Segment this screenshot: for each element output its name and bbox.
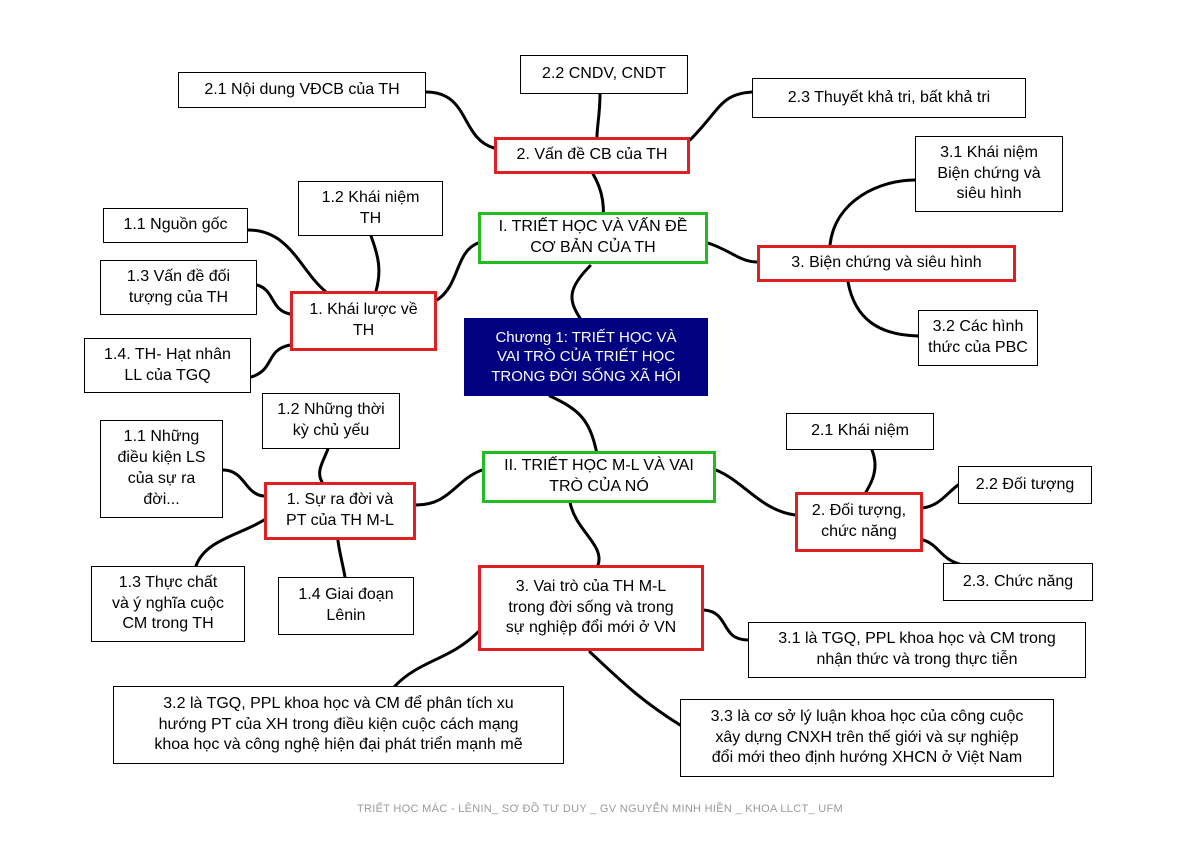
leaf-2-2-materialism[interactable]: 2.2 CNDV, CNDT [520,55,688,94]
sub-node-origin-development[interactable]: 1. Sự ra đời và PT của TH M-L [264,482,416,540]
link-sub1-leaf14 [249,343,292,379]
link-main2-sub4 [414,468,484,507]
leaf-2-3-agnosticism[interactable]: 2.3 Thuyết khả tri, bất khả tri [752,78,1026,118]
link-sub5-leaf51 [864,448,877,494]
link-sub1-leaf12 [369,234,381,293]
link-sub3-leaf32 [846,280,920,338]
leaf-1-3-object[interactable]: 1.3 Vấn đề đối tượng của TH [100,260,257,315]
footer-caption: TRIẾT HỌC MÁC - LÊNIN_ SƠ ĐỒ TƯ DUY _ GV… [357,803,843,815]
link-root-main2 [548,394,599,456]
link-sub6-leaf63 [588,650,682,727]
leaf-3-1-dialectics-concept[interactable]: 3.1 Khái niệm Biện chứng và siêu hình [915,136,1063,212]
sub-node-dialectics[interactable]: 3. Biện chứng và siêu hình [757,245,1016,282]
leaf-3-2-dialectics-forms[interactable]: 3.2 Các hình thức của PBC [918,310,1038,366]
link-main1-sub3 [706,241,759,264]
link-sub5-leaf53 [921,538,965,567]
link-sub6-leaf62 [393,630,480,688]
leaf-m2-2-object[interactable]: 2.2 Đối tượng [958,466,1092,504]
root-node[interactable]: Chương 1: TRIẾT HỌC VÀ VAI TRÒ CỦA TRIẾT… [464,318,708,396]
sub-node-overview[interactable]: 1. Khái lược về TH [290,291,437,351]
main-node-philosophy-basics[interactable]: I. TRIẾT HỌC VÀ VẤN ĐỀ CƠ BẢN CỦA TH [478,212,708,264]
link-main1-sub1 [435,241,480,302]
leaf-m1-4-lenin-stage[interactable]: 1.4 Giai đoạn Lênin [278,577,414,635]
main-node-marxism-role[interactable]: II. TRIẾT HỌC M-L VÀ VAI TRÒ CỦA NÓ [482,451,716,503]
link-main2-sub6 [568,500,601,567]
leaf-m3-2-worldview-analysis[interactable]: 3.2 là TGQ, PPL khoa học và CM để phân t… [113,686,564,764]
link-sub1-leaf11 [246,228,327,293]
leaf-m3-1-worldview-practice[interactable]: 3.1 là TGQ, PPL khoa học và CM trong nhậ… [748,622,1086,678]
leaf-m1-1-conditions[interactable]: 1.1 Những điều kiện LS của sự ra đời... [100,420,223,518]
sub-node-role-renovation[interactable]: 3. Vai trò của TH M-L trong đời sống và … [478,565,704,651]
leaf-2-1-content[interactable]: 2.1 Nội dung VĐCB của TH [178,72,426,108]
leaf-m3-3-theoretical-basis[interactable]: 3.3 là cơ sở lý luận khoa học của công c… [680,699,1054,777]
link-sub4-leaf43 [194,518,266,568]
leaf-m1-2-periods[interactable]: 1.2 Những thời kỳ chủ yếu [262,393,400,449]
link-sub6-leaf61 [702,608,750,642]
link-sub2-leaf23 [688,90,754,142]
link-main2-sub5 [714,468,797,517]
link-sub2-leaf21 [424,90,496,150]
link-sub5-leaf52 [921,483,960,510]
link-root-main1 [570,264,592,320]
leaf-1-4-nucleus[interactable]: 1.4. TH- Hạt nhân LL của TGQ [84,338,251,393]
leaf-1-2-concept[interactable]: 1.2 Khái niệm TH [298,181,443,236]
leaf-m1-3-revolution[interactable]: 1.3 Thực chất và ý nghĩa cuộc CM trong T… [91,566,245,642]
link-sub4-leaf44 [336,539,347,579]
leaf-1-1-origin[interactable]: 1.1 Nguồn gốc [103,208,248,243]
link-sub2-leaf22 [595,92,602,139]
leaf-m2-3-function[interactable]: 2.3. Chức năng [943,563,1093,601]
link-sub3-leaf31 [828,178,917,247]
sub-node-basic-issue[interactable]: 2. Vấn đề CB của TH [494,137,690,174]
link-sub4-leaf41 [221,468,266,498]
leaf-m2-1-concept[interactable]: 2.1 Khái niệm [786,413,934,450]
sub-node-object-function[interactable]: 2. Đối tượng, chức năng [795,492,923,552]
link-sub1-leaf13 [255,283,292,316]
